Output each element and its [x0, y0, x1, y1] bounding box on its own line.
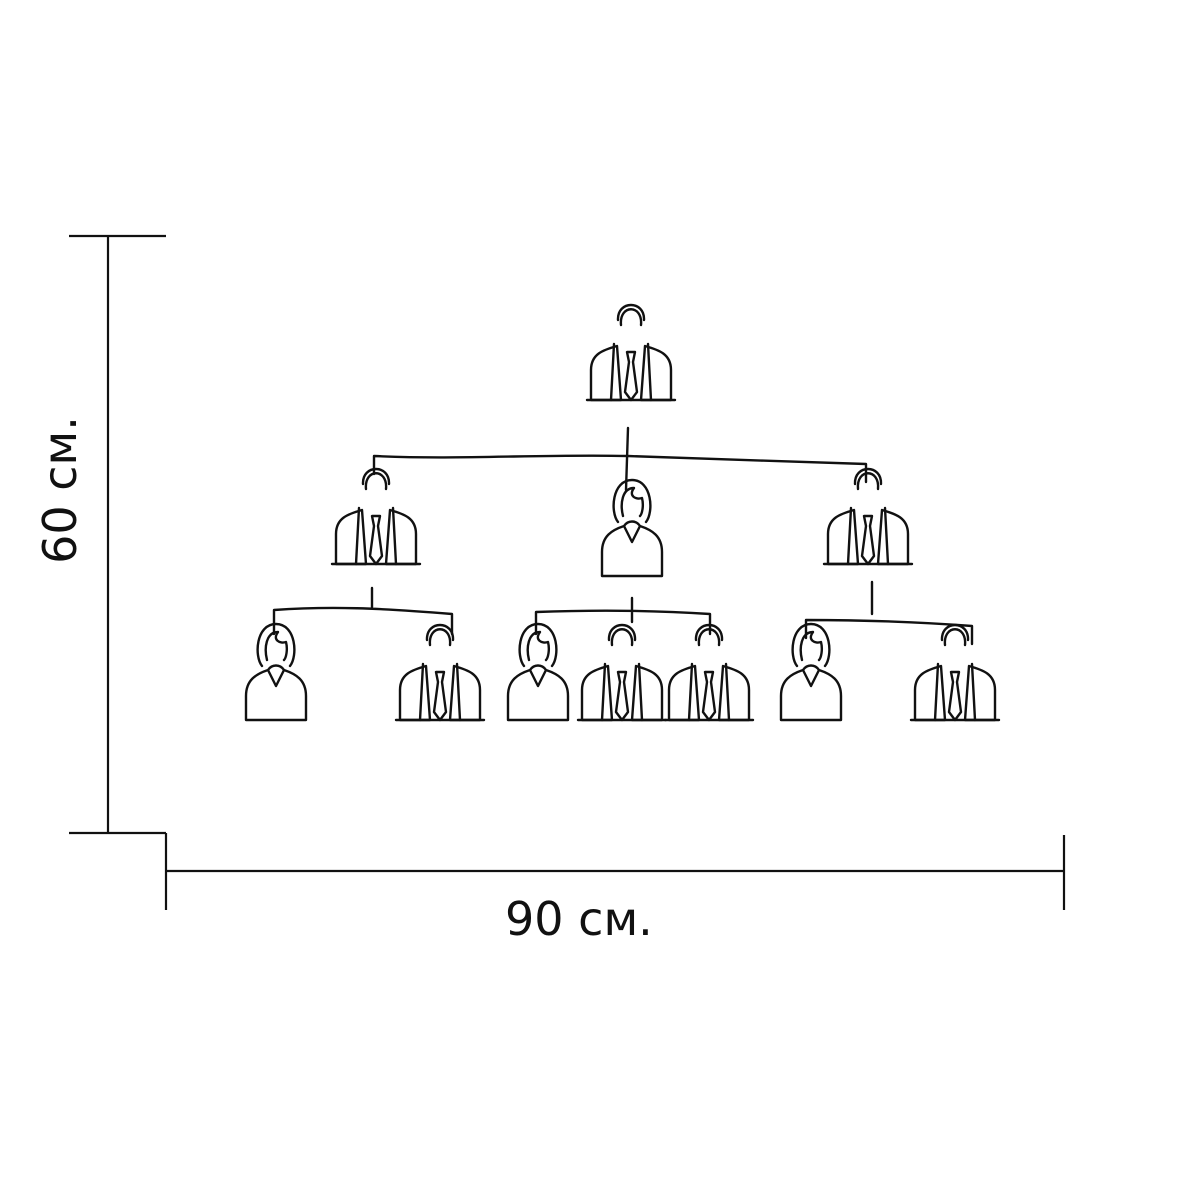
width-label: 90 см.: [505, 892, 653, 946]
top-manager-man-icon: [585, 303, 677, 402]
staff-2-man-icon: [394, 623, 486, 722]
org-connectors: [272, 426, 974, 646]
staff-7-man-icon: [909, 623, 1001, 722]
staff-1-woman-icon: [244, 622, 308, 722]
height-label: 60 см.: [33, 416, 87, 564]
manager-right-man-icon: [822, 467, 914, 566]
width-dimension-line: [164, 833, 1066, 910]
manager-center-woman-icon: [600, 478, 664, 578]
manager-left-man-icon: [330, 467, 422, 566]
staff-3-woman-icon: [506, 622, 570, 722]
height-dimension-line: [69, 234, 166, 835]
staff-4-man-icon: [576, 623, 668, 722]
staff-6-woman-icon: [779, 622, 843, 722]
staff-5-man-icon: [663, 623, 755, 722]
